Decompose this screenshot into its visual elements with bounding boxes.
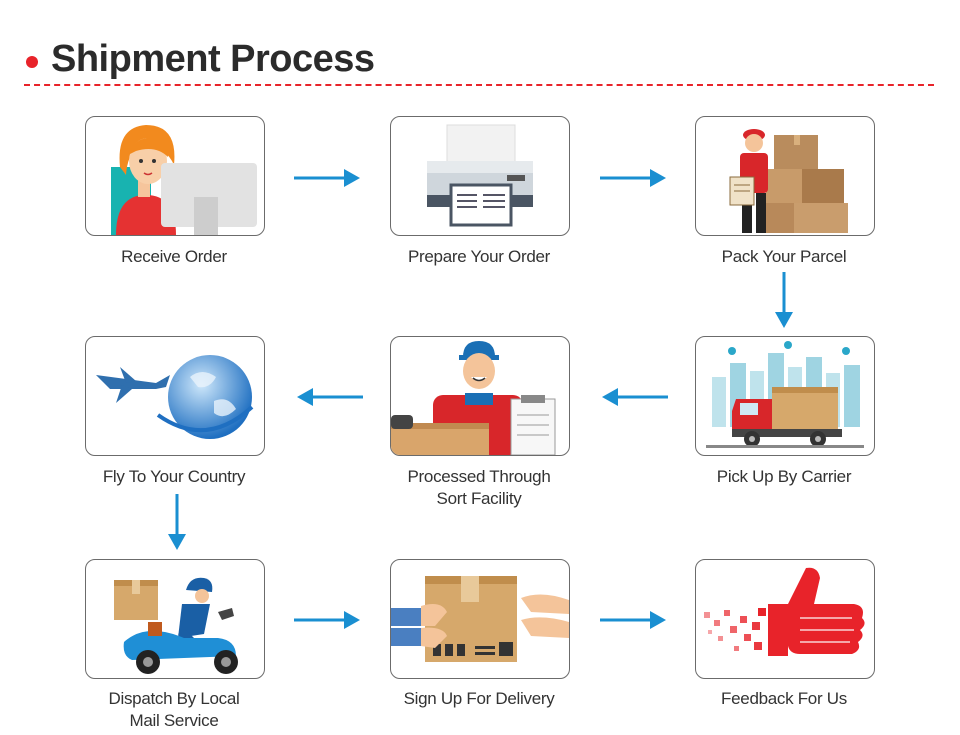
arrow-right-icon (294, 611, 360, 629)
worker-with-clipboard-icon (391, 341, 556, 455)
scooter-courier-icon (114, 577, 238, 674)
step-sort-facility-label: Processed Through Sort Facility (369, 466, 589, 510)
step-fly-country-card (85, 336, 265, 456)
arrow-right-icon (600, 169, 666, 187)
bullet-dot (26, 56, 38, 68)
step-dispatch-mail-label-line2: Mail Service (129, 711, 219, 730)
step-pack-parcel-card (695, 116, 875, 236)
delivery-truck-city-icon (706, 341, 864, 448)
step-sign-delivery-card (390, 559, 570, 679)
step-fly-country-label: Fly To Your Country (102, 467, 246, 486)
step-feedback-label: Feedback For Us (721, 689, 847, 708)
step-dispatch-mail-label: Dispatch By Local Mail Service (64, 688, 284, 732)
thumbs-up-icon (704, 567, 865, 656)
arrow-down-icon (168, 494, 186, 550)
step-dispatch-mail-label-line1: Dispatch By Local (108, 689, 240, 708)
airplane-globe-icon (96, 355, 254, 439)
arrow-right-icon (600, 611, 666, 629)
step-dispatch-mail-card (85, 559, 265, 679)
step-pack-parcel-label: Pack Your Parcel (721, 247, 847, 266)
step-receive-order-label: Receive Order (121, 247, 227, 266)
arrow-left-icon (297, 388, 363, 406)
step-sign-delivery-label: Sign Up For Delivery (403, 689, 555, 708)
printer-icon (427, 124, 533, 227)
woman-at-computer-icon (111, 125, 257, 235)
courier-with-boxes-icon (729, 129, 848, 233)
step-feedback-card (695, 559, 875, 679)
arrow-right-icon (294, 169, 360, 187)
page-title: Shipment Process (51, 38, 375, 80)
step-sort-facility-label-line2: Sort Facility (436, 489, 522, 508)
step-pickup-carrier-card (695, 336, 875, 456)
step-pickup-carrier-label: Pick Up By Carrier (716, 467, 852, 486)
arrow-down-icon (775, 272, 793, 328)
step-prepare-order-card (390, 116, 570, 236)
arrow-left-icon (602, 388, 668, 406)
step-sort-facility-card (390, 336, 570, 456)
step-sort-facility-label-line1: Processed Through (407, 467, 551, 486)
header-divider (24, 84, 934, 86)
hands-receiving-box-icon (391, 576, 569, 662)
step-prepare-order-label: Prepare Your Order (407, 247, 551, 266)
step-receive-order-card (85, 116, 265, 236)
